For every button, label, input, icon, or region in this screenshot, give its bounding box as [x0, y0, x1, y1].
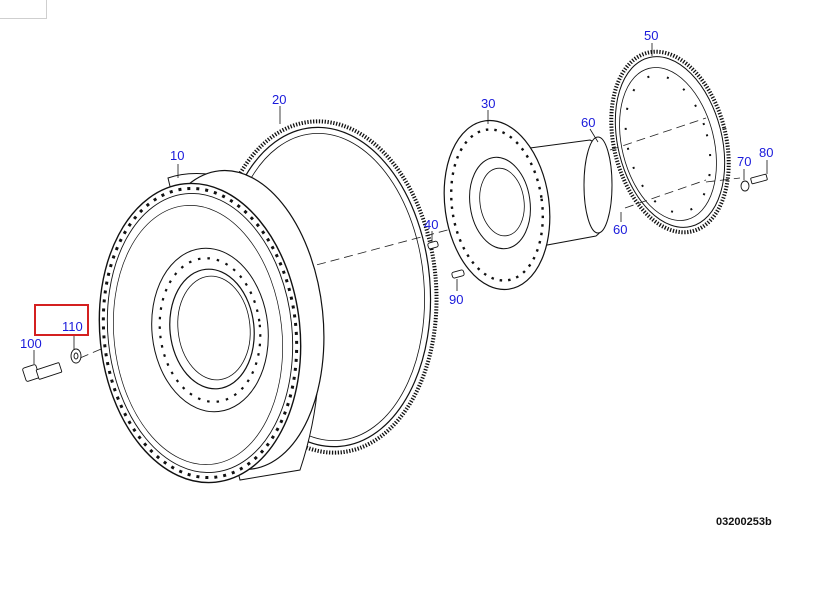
flex-plate — [609, 49, 731, 235]
part-label-70[interactable]: 70 — [737, 154, 751, 169]
part-label-100[interactable]: 100 — [20, 336, 42, 351]
dowel-pin-90 — [451, 269, 465, 279]
flywheel — [98, 169, 325, 484]
part-labels: 10 20 30 40 50 60 60 70 80 90 100 110 — [20, 28, 773, 351]
part-label-40[interactable]: 40 — [424, 217, 438, 232]
bolt-80 — [750, 173, 768, 185]
part-label-60-upper[interactable]: 60 — [581, 115, 595, 130]
washer-110 — [70, 348, 82, 364]
hub-flange — [443, 119, 613, 291]
part-label-80[interactable]: 80 — [759, 145, 773, 160]
bolt-100 — [22, 362, 63, 382]
part-label-110[interactable]: 110 — [62, 319, 83, 334]
corner-frame — [0, 0, 47, 19]
part-label-20[interactable]: 20 — [272, 92, 286, 107]
part-label-60-lower[interactable]: 60 — [613, 222, 627, 237]
part-label-50[interactable]: 50 — [644, 28, 658, 43]
fasteners — [22, 173, 768, 382]
drawing-id: 03200253b — [716, 516, 772, 528]
dowel-pin-40 — [427, 240, 439, 250]
part-label-30[interactable]: 30 — [481, 96, 495, 111]
part-label-10[interactable]: 10 — [170, 148, 184, 163]
washer-70 — [740, 180, 750, 192]
part-label-90[interactable]: 90 — [449, 292, 463, 307]
leader-lines — [33, 43, 768, 364]
highlight-box — [34, 304, 89, 336]
